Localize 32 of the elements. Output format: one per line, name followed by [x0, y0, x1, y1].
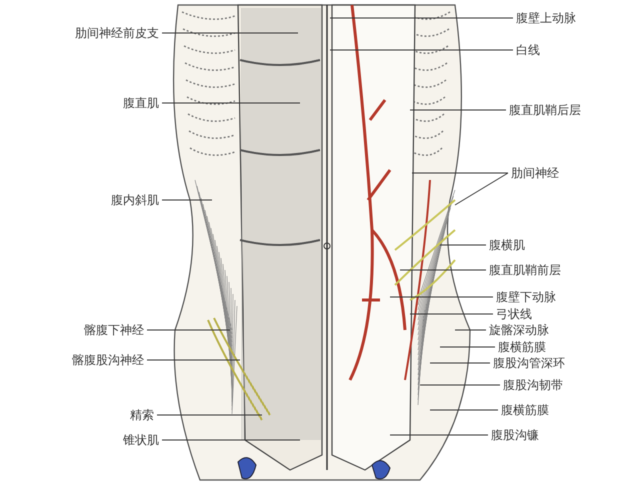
part-label: 腹横筋膜 [497, 340, 547, 354]
leader-line [412, 172, 508, 174]
leader-line [162, 102, 300, 104]
part-label: 腹股沟管深环 [492, 356, 566, 370]
part-label: 腹横筋膜 [500, 403, 550, 417]
leader-line [390, 296, 494, 298]
leader-line [440, 244, 486, 246]
part-label: 精索 [129, 408, 155, 422]
part-label: 腹壁上动脉 [515, 11, 577, 25]
part-label: 白线 [515, 43, 541, 57]
part-label: 锥状肌 [122, 433, 160, 447]
part-label: 旋髂深动脉 [488, 323, 550, 337]
leader-line [430, 362, 490, 364]
leader-line [440, 346, 496, 348]
part-label: 肋间神经 [510, 166, 560, 180]
leader-line [420, 384, 500, 386]
part-label: 肋间神经前皮支 [74, 26, 160, 40]
part-label: 腹股沟韧带 [502, 378, 564, 392]
part-label: 弓状线 [495, 307, 533, 321]
part-label: 髂腹下神经 [83, 323, 145, 337]
part-label: 腹壁下动脉 [495, 290, 557, 304]
leader-line [162, 32, 298, 34]
part-label: 髂腹股沟神经 [71, 353, 145, 367]
part-label: 腹直肌 [122, 96, 160, 110]
part-label: 腹直肌鞘后层 [508, 103, 582, 117]
part-label: 腹横肌 [488, 238, 526, 252]
part-label: 腹股沟镰 [490, 428, 540, 442]
part-label: 腹内斜肌 [110, 193, 160, 207]
leader-line [390, 434, 488, 436]
leader-line [454, 172, 508, 206]
leader-line [156, 414, 262, 416]
part-label: 腹直肌鞘前层 [488, 263, 562, 277]
